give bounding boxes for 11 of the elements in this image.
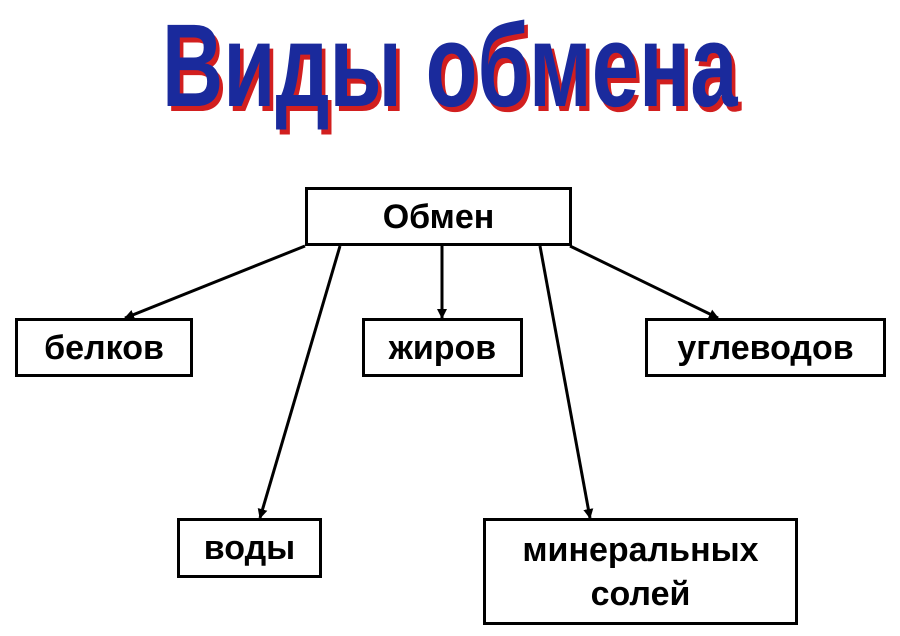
- process-box: жиров: [362, 318, 523, 377]
- process-box: воды: [177, 518, 322, 578]
- arrow: [437, 246, 447, 319]
- process-box: белков: [15, 318, 193, 377]
- arrow: [538, 246, 594, 519]
- arrow: [569, 244, 719, 320]
- process-box: минеральных солей: [483, 518, 798, 625]
- arrow: [124, 244, 306, 320]
- arrow: [258, 246, 342, 519]
- process-box: углеводов: [645, 318, 886, 377]
- process-box: Обмен: [305, 187, 572, 246]
